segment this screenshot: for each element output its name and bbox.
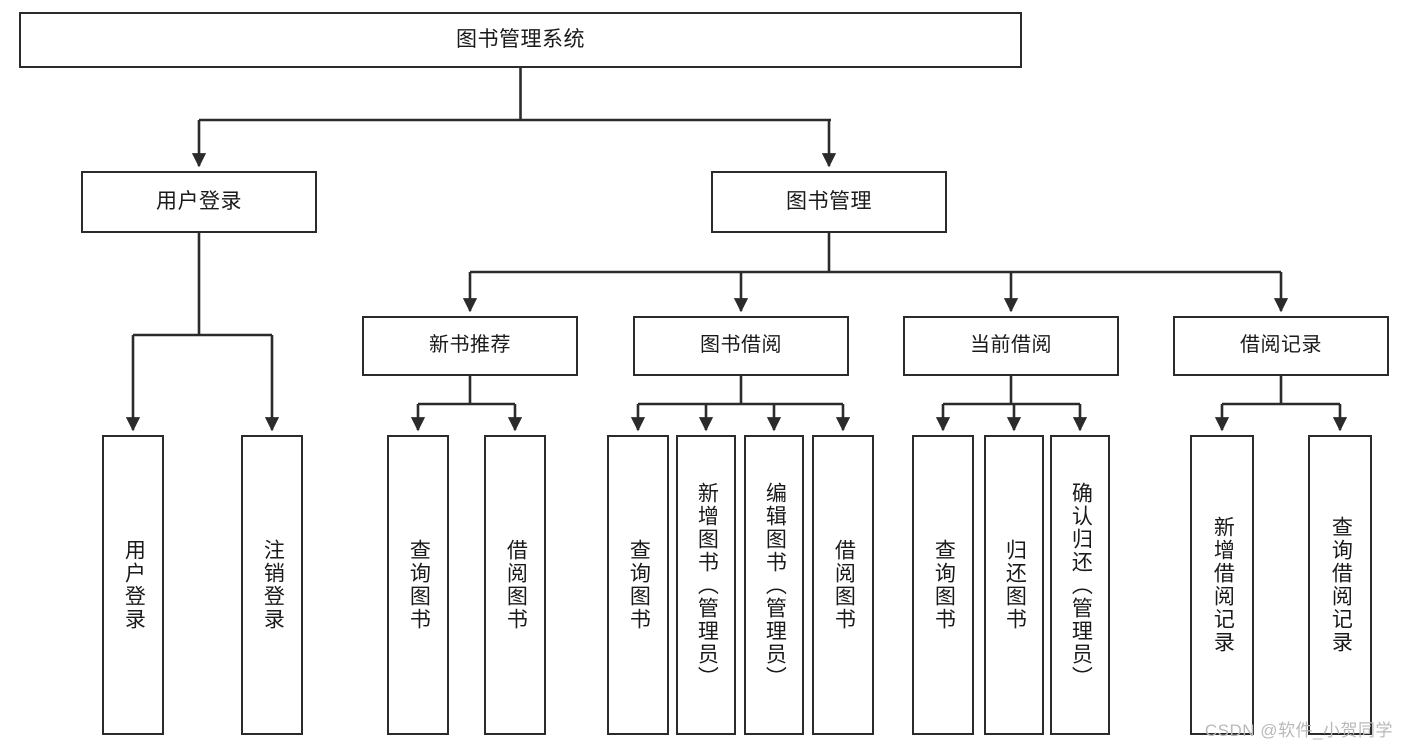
node-root[interactable]: 图书管理系统 (19, 12, 1022, 68)
node-leaf-add-book[interactable]: 新增图书（管理员） (676, 435, 736, 735)
node-book-borrow[interactable]: 图书借阅 (633, 316, 849, 376)
csdn-watermark: CSDN @软件_小贺同学 (1204, 721, 1393, 740)
node-leaf-return-book-label: 归还图书 (1003, 539, 1027, 631)
node-leaf-user-login-label: 用户登录 (122, 539, 146, 631)
node-leaf-query-record[interactable]: 查询借阅记录 (1308, 435, 1372, 735)
node-borrow-record[interactable]: 借阅记录 (1173, 316, 1389, 376)
node-leaf-query-book-2[interactable]: 查询图书 (607, 435, 669, 735)
node-current-borrow[interactable]: 当前借阅 (903, 316, 1119, 376)
node-leaf-edit-book[interactable]: 编辑图书（管理员） (744, 435, 804, 735)
node-leaf-query-book-2-label: 查询图书 (627, 539, 651, 631)
node-leaf-add-book-label: 新增图书（管理员） (695, 481, 719, 689)
node-new-book-rec[interactable]: 新书推荐 (362, 316, 578, 376)
node-leaf-query-record-label: 查询借阅记录 (1329, 516, 1353, 654)
node-root-label: 图书管理系统 (456, 27, 585, 51)
node-leaf-query-book-3-label: 查询图书 (932, 539, 956, 631)
node-book-manage[interactable]: 图书管理 (711, 171, 947, 233)
node-current-borrow-label: 当前借阅 (970, 334, 1052, 357)
node-user-login[interactable]: 用户登录 (81, 171, 317, 233)
node-user-login-label: 用户登录 (156, 189, 242, 213)
node-leaf-confirm-return-label: 确认归还（管理员） (1069, 481, 1093, 689)
node-leaf-borrow-book-1-label: 借阅图书 (504, 539, 528, 631)
node-leaf-borrow-book-2[interactable]: 借阅图书 (812, 435, 874, 735)
node-leaf-borrow-book-2-label: 借阅图书 (832, 539, 856, 631)
node-book-borrow-label: 图书借阅 (700, 334, 782, 357)
node-borrow-record-label: 借阅记录 (1240, 334, 1322, 357)
node-leaf-add-record[interactable]: 新增借阅记录 (1190, 435, 1254, 735)
node-leaf-logout[interactable]: 注销登录 (241, 435, 303, 735)
node-new-book-rec-label: 新书推荐 (429, 334, 511, 357)
node-leaf-confirm-return[interactable]: 确认归还（管理员） (1050, 435, 1110, 735)
node-leaf-query-book-1-label: 查询图书 (407, 539, 431, 631)
node-leaf-logout-label: 注销登录 (261, 539, 285, 631)
node-leaf-query-book-1[interactable]: 查询图书 (387, 435, 449, 735)
node-leaf-borrow-book-1[interactable]: 借阅图书 (484, 435, 546, 735)
node-leaf-return-book[interactable]: 归还图书 (984, 435, 1044, 735)
node-leaf-user-login[interactable]: 用户登录 (102, 435, 164, 735)
node-leaf-query-book-3[interactable]: 查询图书 (912, 435, 974, 735)
node-book-manage-label: 图书管理 (786, 189, 872, 213)
node-leaf-edit-book-label: 编辑图书（管理员） (763, 481, 787, 689)
node-leaf-add-record-label: 新增借阅记录 (1211, 516, 1235, 654)
